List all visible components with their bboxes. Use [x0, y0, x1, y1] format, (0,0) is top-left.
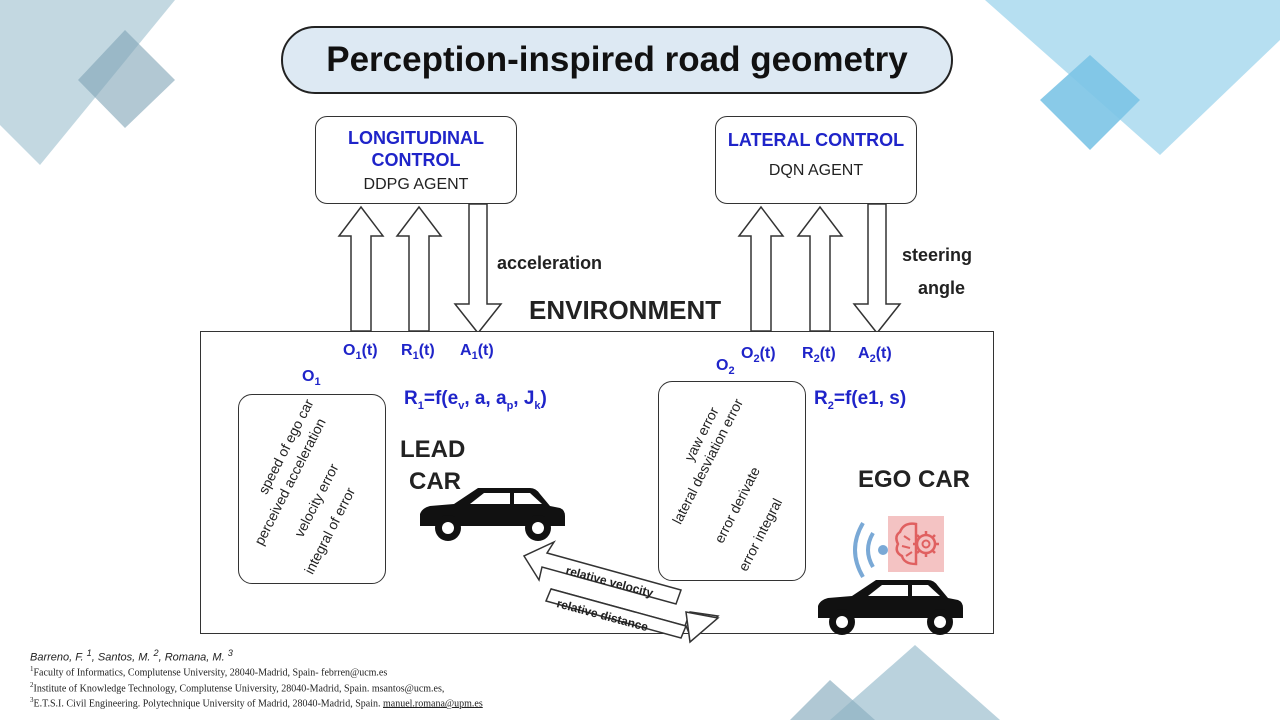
r2t-label: R2(t): [802, 345, 836, 366]
longitudinal-control-box: LONGITUDINAL CONTROL DDPG AGENT: [315, 116, 517, 204]
affiliation-2: 2Institute of Knowledge Technology, Comp…: [30, 681, 445, 695]
lead-car-label-2: CAR: [409, 468, 461, 495]
sensor-waves-icon: [853, 521, 888, 579]
page-title: Perception-inspired road geometry: [281, 26, 953, 94]
steering-label: steering: [902, 245, 973, 265]
environment-label: ENVIRONMENT: [529, 295, 722, 325]
o1-label: O1: [302, 368, 321, 389]
email-link[interactable]: manuel.romana@upm.es: [383, 698, 483, 710]
longitudinal-title-2: CONTROL: [371, 150, 461, 170]
lateral-title: LATERAL CONTROL: [727, 130, 905, 150]
brain-gear-icon: [888, 516, 944, 572]
a2t-label: A2(t): [858, 345, 892, 366]
lateral-control-box: LATERAL CONTROL DQN AGENT: [715, 116, 917, 204]
acceleration-label: acceleration: [497, 253, 603, 273]
lead-car-icon: [420, 488, 565, 541]
o1-up-arrow: [337, 205, 385, 332]
reward2-formula: R2=f(e1, s): [814, 388, 907, 412]
ego-car-icon: [818, 580, 963, 635]
r2-up-arrow: [796, 205, 844, 332]
longitudinal-title-1: LONGITUDINAL: [348, 128, 484, 148]
observation-box-2: [658, 381, 806, 581]
o2-label: O2: [716, 357, 735, 378]
authors: Barreno, F. 1, Santos, M. 2, Romana, M. …: [30, 648, 233, 664]
reward1-formula: R1=f(ev, a, ap, Jk): [404, 388, 547, 412]
angle-label: angle: [918, 278, 966, 298]
r1-up-arrow: [395, 205, 443, 332]
a2-down-arrow: [852, 203, 902, 335]
o2-up-arrow: [737, 205, 785, 332]
lead-car-label-1: LEAD: [400, 436, 466, 463]
ego-car-label: EGO CAR: [858, 466, 971, 493]
observation-box-1: [238, 394, 386, 584]
dqn-agent-label: DQN AGENT: [768, 162, 864, 179]
o1t-label: O1(t): [343, 342, 378, 363]
o2t-label: O2(t): [741, 345, 776, 366]
affiliation-3: 3E.T.S.I. Civil Engineering. Polytechniq…: [30, 696, 483, 710]
r1t-label: R1(t): [401, 342, 435, 363]
a1-down-arrow: [453, 203, 503, 335]
ddpg-agent-label: DDPG AGENT: [363, 176, 469, 193]
a1t-label: A1(t): [460, 342, 494, 363]
relative-velocity-arrow: [522, 540, 682, 605]
affiliation-1: 1Faculty of Informatics, Complutense Uni…: [30, 665, 388, 679]
